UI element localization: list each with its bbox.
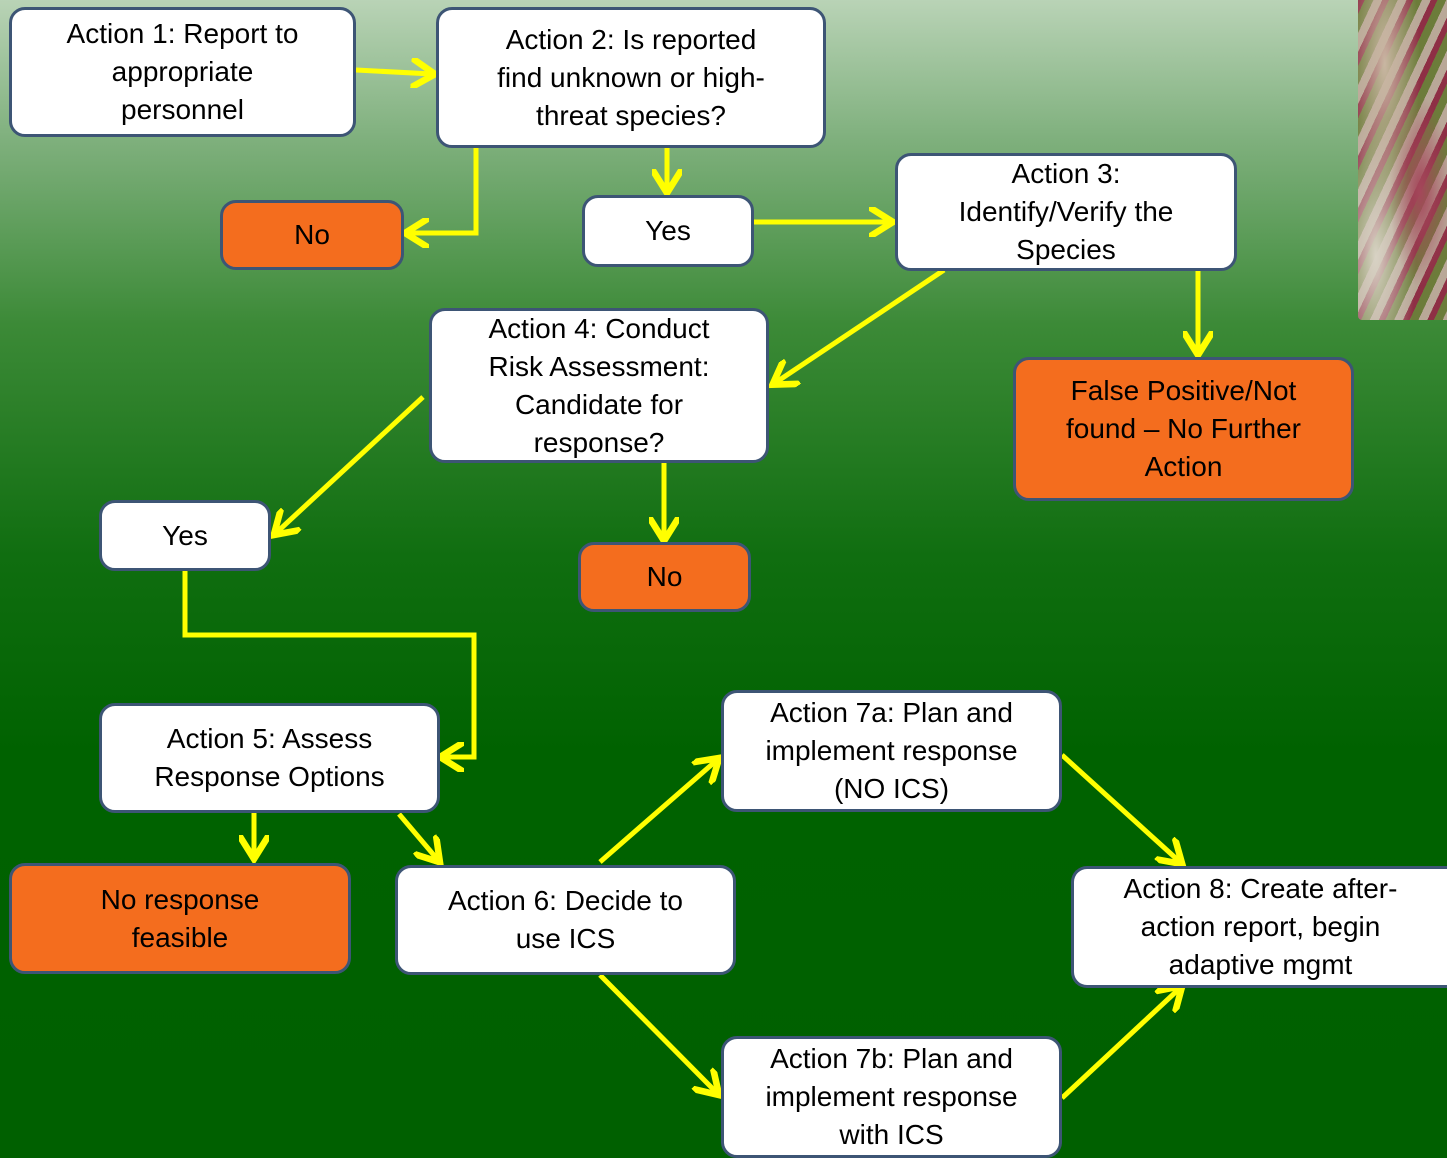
- action-4-box: Action 4: Conduct Risk Assessment: Candi…: [429, 308, 769, 463]
- action-3-text: Action 3: Identify/Verify the Species: [958, 158, 1174, 265]
- action-7b-box: Action 7b: Plan and implement response w…: [721, 1036, 1062, 1158]
- arrow-a3-a4: [775, 267, 946, 383]
- action-6-text: Action 6: Decide to use ICS: [447, 885, 684, 954]
- arrow-a5-a6: [397, 812, 438, 860]
- no-response-box: No response feasible: [9, 863, 351, 974]
- no-box-2: No: [578, 542, 751, 612]
- false-positive-box: False Positive/Not found – No Further Ac…: [1013, 357, 1354, 501]
- false-positive-text: False Positive/Not found – No Further Ac…: [1065, 375, 1302, 482]
- action-5-text: Action 5: Assess Response Options: [154, 723, 385, 792]
- yes-box-2: Yes: [99, 500, 271, 571]
- action-7a-box: Action 7a: Plan and implement response (…: [721, 690, 1062, 812]
- no-box-1: No: [220, 200, 404, 270]
- arrow-yes-a5: [182, 570, 477, 757]
- arrow-a7b-a8: [1060, 988, 1180, 1100]
- action-8-text: Action 8: Create after- action report, b…: [1123, 873, 1398, 980]
- action-7b-text: Action 7b: Plan and implement response w…: [765, 1043, 1018, 1150]
- action-1-text: Action 1: Report to appropriate personne…: [66, 18, 299, 125]
- action-6-box: Action 6: Decide to use ICS: [395, 865, 736, 975]
- no-text-1: No: [294, 219, 330, 250]
- action-4-text: Action 4: Conduct Risk Assessment: Candi…: [488, 312, 710, 458]
- yes-text-1: Yes: [645, 215, 691, 246]
- plant-photo: [1358, 0, 1447, 320]
- action-2-box: Action 2: Is reported find unknown or hi…: [436, 7, 826, 148]
- no-text-2: No: [646, 561, 683, 592]
- action-3-box: Action 3: Identify/Verify the Species: [895, 153, 1237, 271]
- arrow-a1-a2: [355, 70, 432, 74]
- arrow-a4-yes: [276, 395, 425, 533]
- action-2-text: Action 2: Is reported find unknown or hi…: [497, 23, 765, 131]
- action-7a-text: Action 7a: Plan and implement response (…: [765, 697, 1018, 804]
- no-response-text: No response feasible: [100, 883, 260, 953]
- action-1-box: Action 1: Report to appropriate personne…: [9, 7, 356, 137]
- arrow-a7a-a8: [1060, 753, 1180, 862]
- yes-box-1: Yes: [582, 195, 754, 267]
- arrow-a6-a7a: [598, 760, 717, 864]
- action-5-box: Action 5: Assess Response Options: [99, 703, 440, 813]
- yes-text-2: Yes: [162, 519, 208, 551]
- action-8-box: Action 8: Create after- action report, b…: [1071, 866, 1447, 988]
- arrow-a6-a7b: [598, 973, 717, 1093]
- arrow-a2-no: [408, 148, 479, 233]
